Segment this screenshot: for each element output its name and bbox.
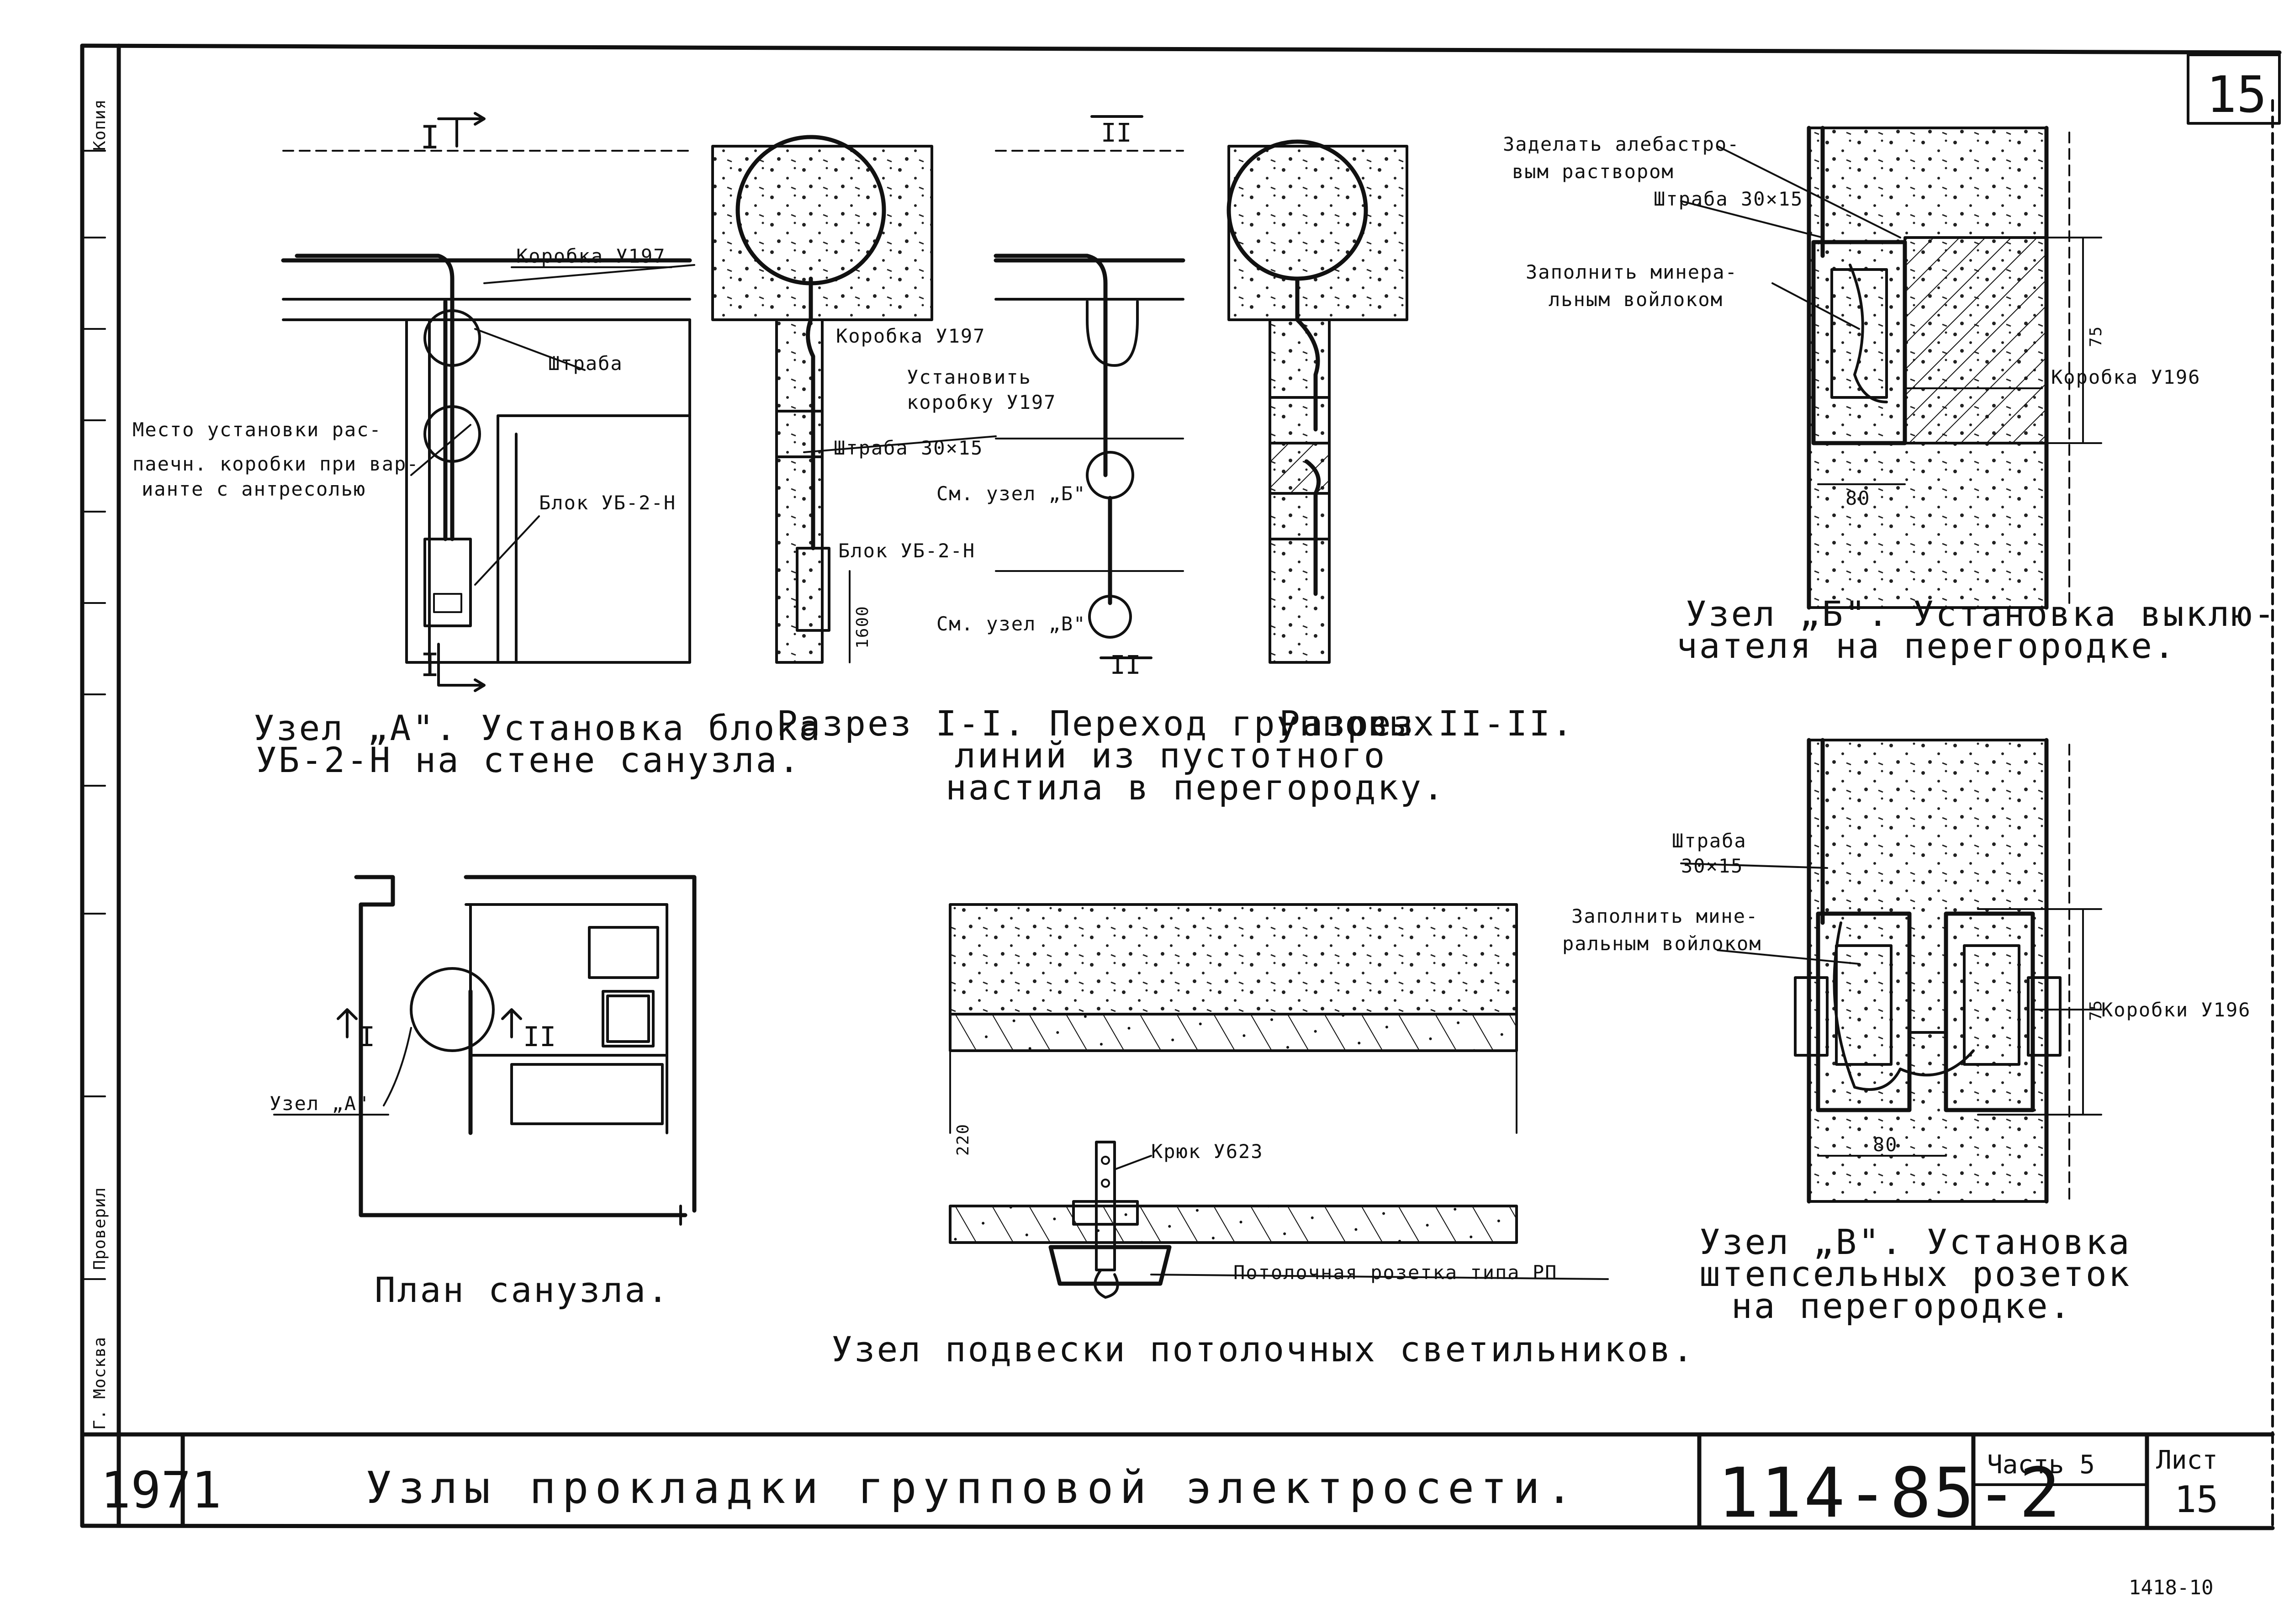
node-b-dim-80: 80 — [1845, 487, 1871, 509]
node-a-caption-1: Узел „А". Установка блока — [254, 708, 822, 748]
section-1-install-1: Установить — [907, 366, 1031, 388]
sheet-number-top: 15 — [2206, 65, 2267, 124]
node-a-block-label: Блок УБ-2-Н — [539, 492, 676, 514]
title-block — [80, 1432, 2275, 1528]
node-b-drawing — [1680, 126, 2102, 610]
sheet-frame — [80, 43, 2282, 1530]
node-b-groove: Штраба 30×15 — [1654, 188, 1803, 210]
node-b-fill-1: Заполнить минера- — [1526, 261, 1738, 283]
node-a-section-top: I — [420, 119, 439, 156]
node-a-place-line3: ианте с антресолью — [142, 478, 366, 500]
section-1-see-b: См. узел „Б" — [936, 482, 1086, 505]
node-v-caption-3: на перегородке. — [1731, 1285, 2072, 1326]
section-1-height: 1600 — [853, 605, 872, 649]
side-stamp-bottom: Г. Москва — [90, 1337, 109, 1430]
section-1-groove-label: Штраба 30×15 — [834, 437, 983, 459]
side-stamp-top: Копия — [90, 99, 109, 151]
section-1-box-label: Коробка У197 — [836, 325, 985, 347]
node-v-caption-1: Узел „В". Установка — [1699, 1222, 2131, 1262]
node-v-dim-80: 80 — [1873, 1133, 1898, 1156]
footer-note: 1418-10 — [2129, 1576, 2213, 1599]
plan-node-ref: Узел „А" — [270, 1092, 369, 1115]
section-1-install-2: коробку У197 — [907, 391, 1056, 413]
title-year: 1971 — [100, 1461, 222, 1519]
node-v-dim-75: 75 — [2087, 1000, 2105, 1021]
title-sheet-number: 15 — [2174, 1478, 2218, 1521]
section-1-caption-1: Разрез I-I. Переход групповых — [777, 703, 1436, 744]
section-1-block-label: Блок УБ-2-Н — [838, 540, 975, 562]
node-b-seal-1: Заделать алебастро- — [1503, 133, 1739, 155]
node-a-place-line1: Место установки рас- — [132, 418, 382, 441]
suspension-hook: Крюк У623 — [1151, 1140, 1264, 1163]
plan-caption: План санузла. — [375, 1270, 670, 1310]
node-b-caption-1: Узел „Б". Установка выклю- — [1686, 593, 2277, 634]
section-1-marker-top: II — [1101, 118, 1131, 148]
title-part: Часть 5 — [1987, 1450, 2095, 1480]
node-v-groove-1: Штраба — [1672, 830, 1747, 852]
node-v-boxes: Коробки У196 — [2101, 999, 2251, 1021]
node-v-fill-2: ральным войлоком — [1562, 932, 1762, 955]
node-b-caption-2: чателя на перегородке. — [1676, 625, 2177, 666]
margin-ticks — [81, 150, 106, 1280]
title-text: Узлы прокладки групповой электросети. — [365, 1462, 1579, 1513]
node-b-seal-2: вым раствором — [1512, 160, 1674, 183]
node-a-groove-label: Штраба — [548, 352, 623, 375]
node-a-place-line2: паечн. коробки при вар- — [132, 453, 419, 475]
plan-marker-2: II — [523, 1021, 556, 1053]
suspension-drawing — [949, 903, 1609, 1299]
title-code: 114-85-2 — [1718, 1454, 2062, 1533]
section-1-marker-bottom: II — [1110, 651, 1141, 680]
side-stamp-middle: Проверил — [90, 1187, 109, 1270]
section-1-caption-3: настила в перегородку. — [946, 767, 1446, 808]
suspension-dim-220: 220 — [954, 1123, 973, 1156]
section-1-caption-2: линий из пустотного — [955, 735, 1386, 776]
plan-drawing — [273, 875, 697, 1226]
section-1-see-v: См. узел „В" — [936, 613, 1086, 635]
node-b-dim-75: 75 — [2087, 326, 2105, 347]
node-v-drawing — [1680, 738, 2102, 1204]
node-b-box: Коробка У196 — [2051, 366, 2200, 388]
title-sheet-label: Лист — [2156, 1445, 2218, 1475]
node-a-section-bottom: I — [420, 646, 439, 684]
suspension-caption: Узел подвески потолочных светильников. — [831, 1329, 1695, 1370]
node-v-groove-2: 30×15 — [1681, 855, 1743, 877]
node-v-caption-2: штепсельных розеток — [1699, 1254, 2131, 1294]
section-2-drawing — [1227, 139, 1408, 664]
node-b-fill-2: льным войлоком — [1549, 288, 1723, 311]
node-a-caption-2: УБ-2-Н на стене санузла. — [256, 740, 801, 780]
suspension-rosette: Потолочная розетка типа РП — [1233, 1261, 1557, 1284]
section-1-drawing: 1600 II II — [711, 115, 1185, 680]
node-a-drawing: I I — [281, 112, 695, 692]
plan-marker-1: I — [359, 1021, 375, 1053]
node-v-fill-1: Заполнить мине- — [1571, 905, 1758, 927]
section-2-caption: Разрез II-II. — [1279, 703, 1575, 744]
node-a-box-label: Коробка У197 — [516, 245, 666, 267]
